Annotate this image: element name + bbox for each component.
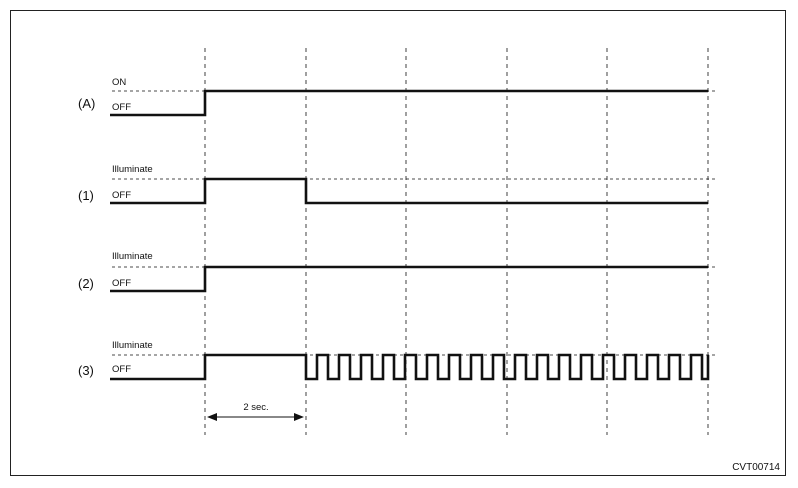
row-3-signal: [110, 353, 710, 381]
row-a-channel-label: (A): [78, 96, 95, 111]
row-a-signal: [110, 89, 708, 117]
row-1-high-label: Illuminate: [112, 164, 153, 175]
row-a: ON OFF (A): [78, 77, 716, 117]
row-a-high-label: ON: [112, 77, 126, 88]
row-2: Illuminate OFF (2): [78, 251, 716, 293]
row-1-low-label: OFF: [112, 190, 131, 201]
figure-code: CVT00714: [732, 462, 780, 473]
duration-dimension: 2 sec.: [207, 402, 304, 421]
row-3: Illuminate OFF (3): [78, 340, 716, 381]
duration-label: 2 sec.: [243, 402, 268, 413]
duration-arrow-right: [294, 413, 304, 421]
time-markers: [204, 48, 709, 435]
row-3-high-label: Illuminate: [112, 340, 153, 351]
row-2-signal: [110, 265, 708, 293]
row-2-high-label: Illuminate: [112, 251, 153, 262]
row-1-channel-label: (1): [78, 188, 94, 203]
row-1-signal: [110, 177, 708, 205]
duration-arrow-left: [207, 413, 217, 421]
row-a-low-label: OFF: [112, 102, 131, 113]
row-3-channel-label: (3): [78, 363, 94, 378]
row-3-low-label: OFF: [112, 364, 131, 375]
row-2-channel-label: (2): [78, 276, 94, 291]
row-1: Illuminate OFF (1): [78, 164, 716, 205]
row-2-low-label: OFF: [112, 278, 131, 289]
diagram-frame: [10, 10, 786, 476]
